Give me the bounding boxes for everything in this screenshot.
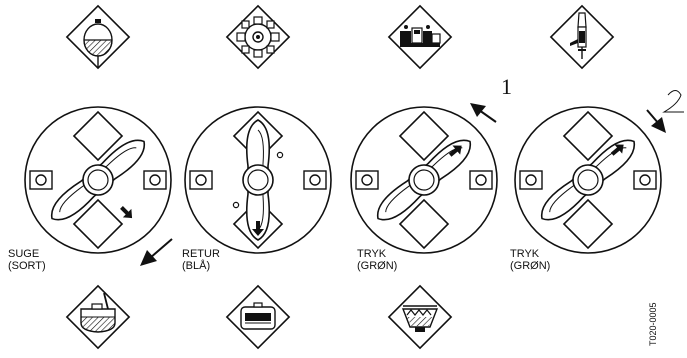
return-tank-icon: [225, 284, 291, 350]
tryk-1-label-line1: TRYK: [357, 248, 387, 260]
position-number-2: 2: [658, 76, 669, 102]
suge-label-line2: (SORT): [8, 260, 46, 272]
valve-manifold-icon: [387, 4, 453, 70]
main-tank-icon: [65, 284, 131, 350]
sprayer-boom-icon: [387, 284, 453, 350]
position-number-1: 1: [501, 74, 512, 99]
position-2-arrow-icon: [646, 109, 666, 133]
valve-label-retur: RETUR (BLÅ): [182, 248, 220, 272]
valve-label-suge: SUGE (SORT): [8, 248, 46, 272]
valve-label-tryk-2: TRYK (GRØN): [510, 248, 550, 272]
reference-code: T020-0005: [648, 302, 658, 346]
tryk-2-label-line1: TRYK: [510, 248, 540, 260]
pump-icon: [225, 4, 291, 70]
valve-dial-retur: [184, 106, 332, 254]
position-1-arrow-icon: [470, 103, 497, 123]
valve-dial-tryk-2: [514, 106, 662, 254]
valve-dial-tryk-1: [350, 106, 498, 254]
number-2-stroke: [662, 90, 684, 113]
tryk-1-label-line2: (GRØN): [357, 260, 398, 272]
valve-label-tryk-1: TRYK (GRØN): [357, 248, 397, 272]
suge-direction-arrow-icon: [140, 238, 173, 266]
valve-dial-suge: [24, 106, 172, 254]
tryk-2-label-line2: (GRØN): [510, 260, 551, 272]
retur-label-line2: (BLÅ): [182, 260, 211, 272]
retur-label-line1: RETUR: [182, 248, 220, 260]
spray-gun-icon: [549, 4, 615, 70]
suge-label-line1: SUGE: [8, 248, 40, 260]
pressure-tank-icon: [65, 4, 131, 70]
